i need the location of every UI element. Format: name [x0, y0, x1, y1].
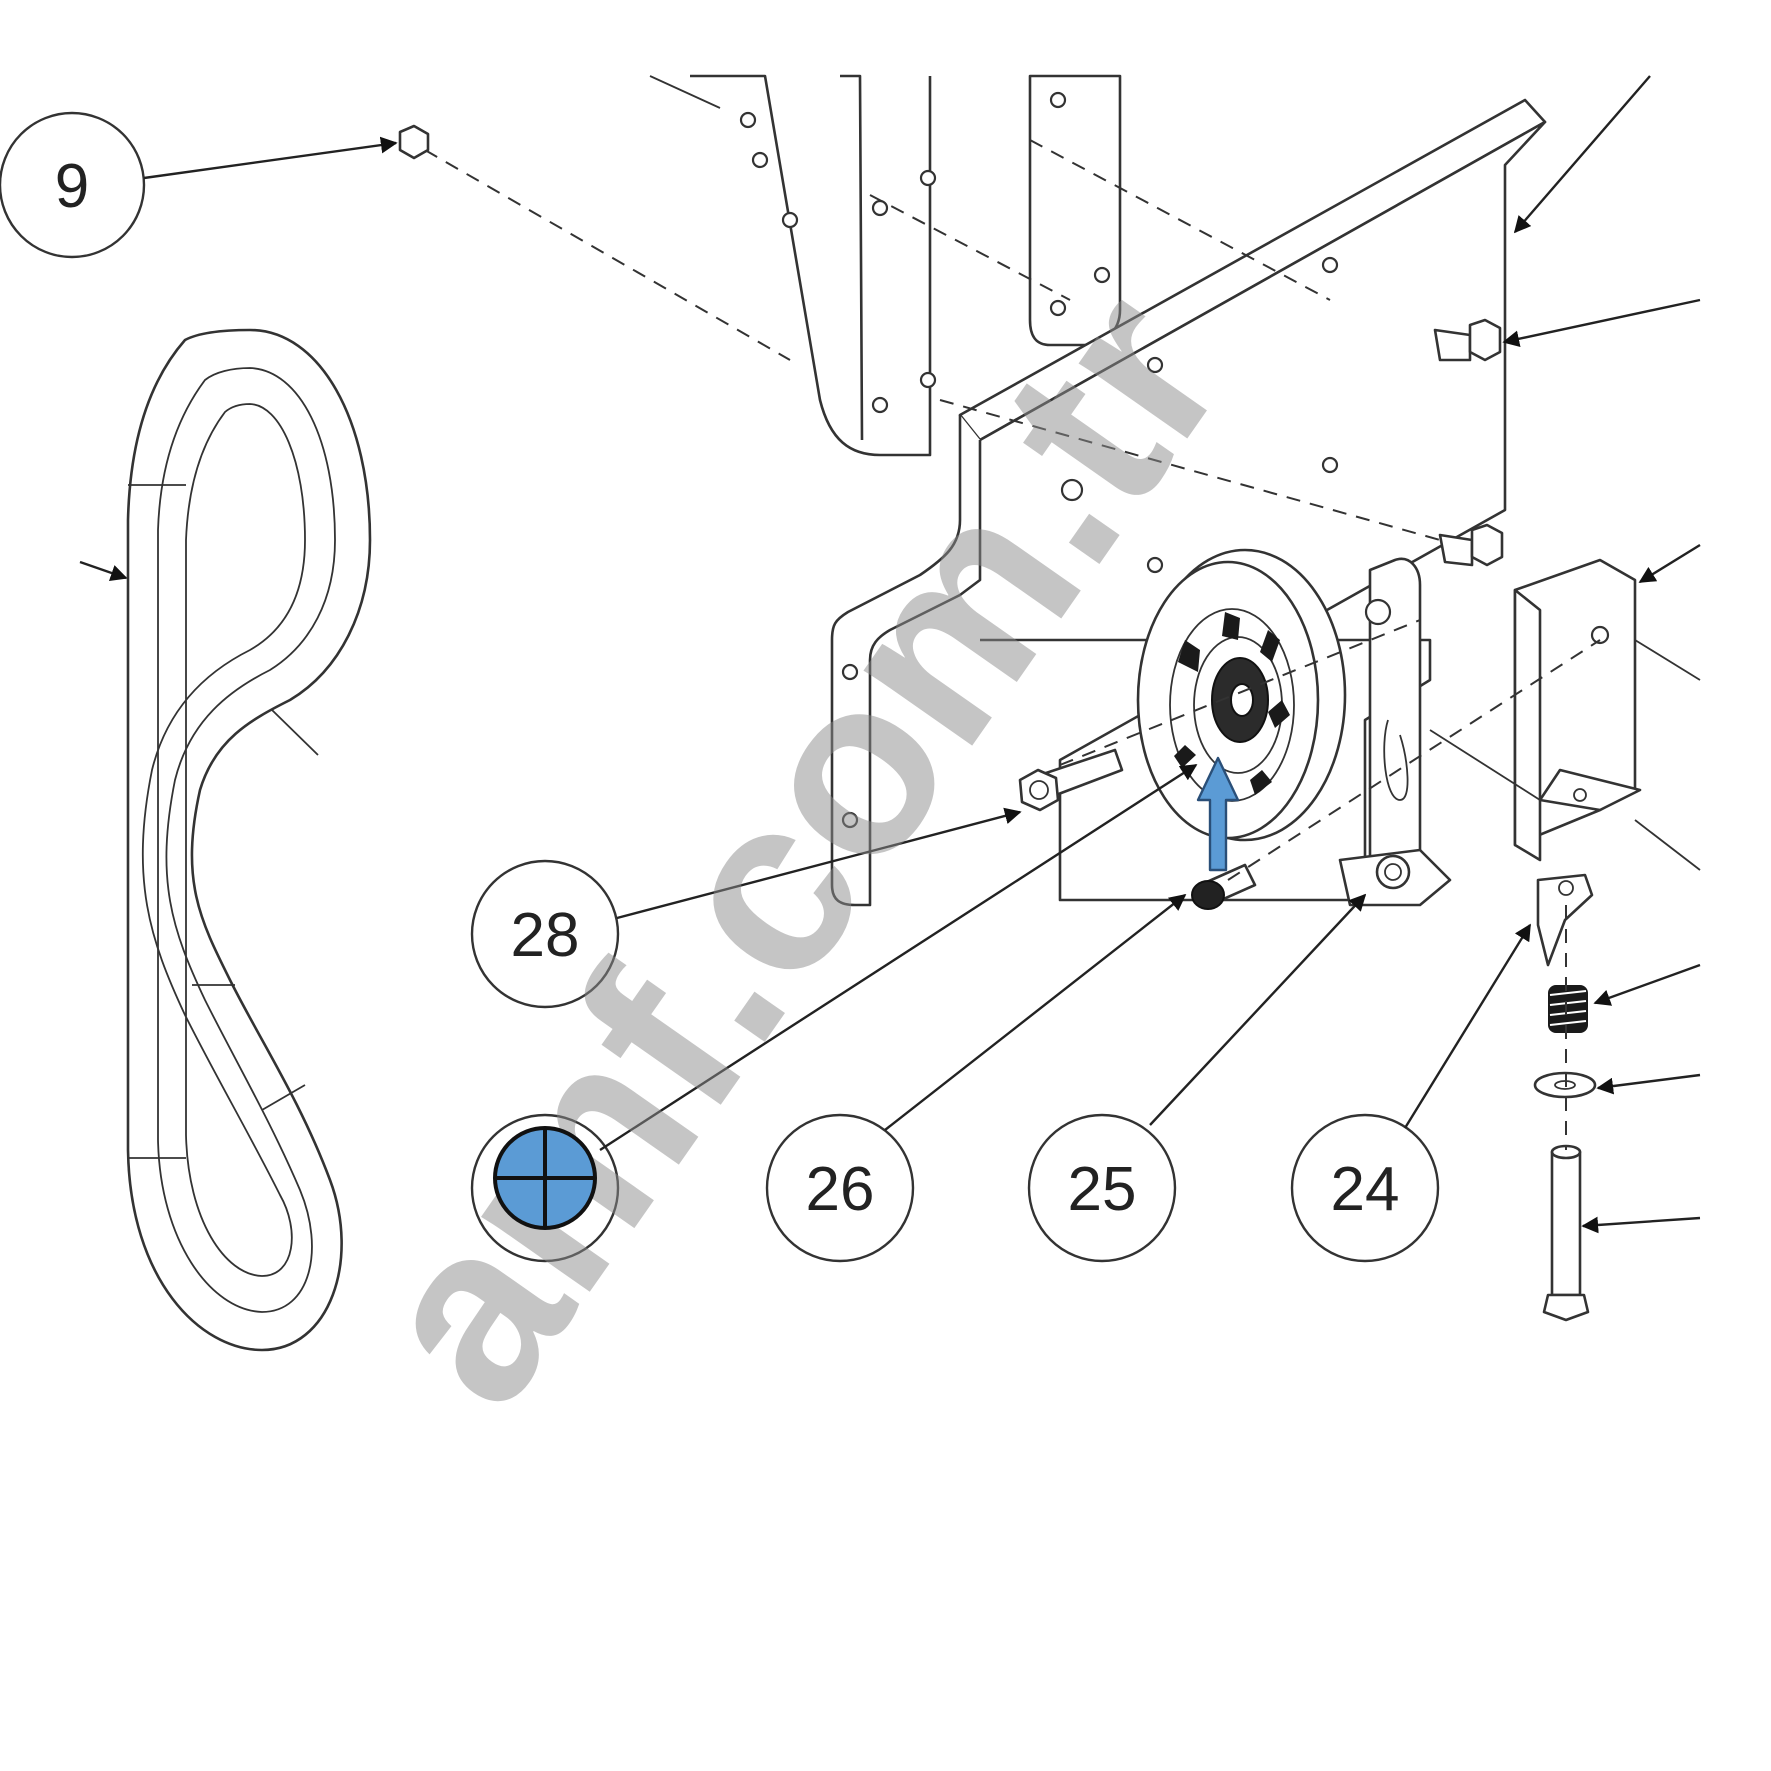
crosshair-circle-icon[interactable] [493, 1126, 597, 1230]
callout-25[interactable]: 25 [1027, 893, 1367, 1263]
callout-25-number: 25 [1068, 1155, 1137, 1224]
callout-26-number: 26 [806, 1155, 875, 1224]
frame-uprights [649, 74, 1122, 457]
tensioner-bracket [1513, 558, 1642, 862]
callout-26[interactable]: 26 [765, 893, 1187, 1263]
spacer-26 [1191, 863, 1257, 910]
assembly-lines [424, 139, 1701, 1150]
callout-24[interactable]: 24 [1290, 923, 1532, 1263]
callout-29[interactable]: 9 [0, 111, 430, 259]
idler-bracket [1338, 557, 1452, 907]
bolt-mid [1438, 523, 1504, 567]
drive-belt [79, 328, 372, 1352]
bolt-top [1433, 318, 1502, 362]
up-arrow-icon [1196, 756, 1240, 872]
bolt-28 [1018, 748, 1124, 812]
callout-24-number: 24 [1331, 1155, 1400, 1224]
callout-28-number: 28 [511, 901, 580, 970]
offpage-leaders [1502, 75, 1701, 1234]
callout-29-number: 9 [55, 152, 89, 221]
callout-28[interactable]: 28 [470, 807, 1022, 1009]
